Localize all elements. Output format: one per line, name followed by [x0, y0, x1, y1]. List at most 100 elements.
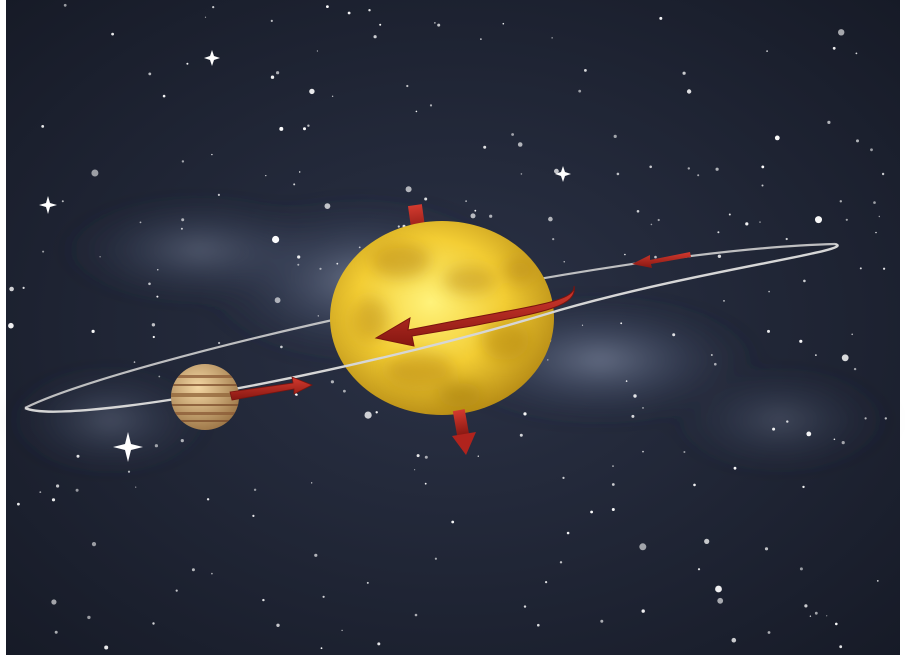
background-star	[642, 407, 644, 409]
background-star	[853, 367, 857, 371]
background-star	[314, 553, 318, 557]
sparkle-star	[204, 50, 220, 66]
planet	[171, 364, 239, 430]
background-star	[151, 323, 156, 327]
sparkle-star	[555, 166, 571, 182]
background-star	[878, 215, 880, 218]
background-star	[133, 361, 136, 363]
background-star	[483, 145, 487, 149]
background-star	[270, 19, 273, 22]
background-star	[649, 165, 652, 169]
background-star	[631, 414, 635, 418]
background-star	[276, 71, 280, 75]
background-star	[715, 585, 722, 593]
background-star	[710, 354, 713, 356]
background-star	[324, 203, 331, 210]
background-star	[767, 329, 770, 333]
background-star	[341, 629, 343, 632]
background-star	[111, 32, 114, 36]
background-star	[375, 411, 378, 414]
background-star	[835, 622, 838, 626]
background-star	[799, 339, 803, 343]
background-star	[358, 246, 361, 249]
background-star	[320, 647, 323, 650]
background-star	[217, 193, 220, 196]
background-star	[728, 213, 731, 216]
background-star	[211, 153, 213, 156]
background-star	[873, 201, 876, 204]
background-star	[870, 148, 873, 152]
background-star	[480, 38, 482, 40]
planet-motion-arrow	[229, 376, 313, 401]
background-star	[642, 450, 644, 453]
background-star	[683, 451, 686, 453]
background-star	[520, 173, 523, 175]
background-star	[717, 597, 724, 604]
background-star	[75, 488, 79, 492]
background-star	[181, 218, 185, 222]
background-star	[17, 502, 20, 506]
background-star	[272, 235, 280, 244]
background-star	[856, 139, 859, 143]
background-star	[697, 174, 700, 177]
background-star	[415, 110, 418, 113]
background-star	[42, 250, 45, 253]
background-star	[424, 482, 427, 485]
background-star	[22, 286, 25, 289]
background-star	[127, 470, 131, 473]
background-star	[293, 183, 296, 186]
background-star	[682, 71, 686, 75]
background-star	[316, 50, 318, 52]
background-star	[252, 514, 255, 518]
background-star	[276, 623, 280, 627]
background-star	[191, 568, 195, 572]
background-star	[785, 237, 788, 241]
background-star	[566, 531, 570, 535]
background-star	[331, 95, 334, 98]
background-star	[624, 253, 626, 256]
background-star	[253, 488, 257, 491]
background-star	[731, 637, 737, 643]
background-star	[336, 262, 339, 265]
background-star	[876, 580, 879, 582]
background-star	[745, 222, 749, 226]
background-star	[659, 16, 663, 20]
background-star	[465, 200, 467, 203]
background-star	[620, 322, 623, 325]
background-star	[63, 3, 67, 7]
background-star	[774, 135, 780, 141]
star-field	[8, 3, 887, 650]
background-star	[91, 329, 95, 333]
background-star	[590, 510, 593, 514]
background-star	[799, 567, 803, 571]
background-star	[554, 168, 559, 174]
background-star	[405, 186, 412, 193]
background-star	[434, 557, 437, 560]
spin-axis-bottom-arrow	[452, 409, 476, 455]
background-star	[545, 581, 548, 584]
sparkle-star	[113, 432, 143, 462]
background-star	[612, 465, 614, 467]
background-star	[562, 476, 565, 479]
background-star	[786, 420, 789, 423]
background-star	[704, 538, 710, 545]
background-star	[8, 322, 14, 329]
background-star	[523, 605, 527, 608]
background-star	[364, 411, 372, 419]
background-star	[584, 69, 587, 72]
background-star	[297, 263, 300, 266]
background-star	[859, 267, 862, 270]
background-star	[851, 333, 853, 336]
background-star	[833, 438, 836, 441]
background-star	[881, 172, 885, 176]
background-star	[714, 362, 717, 366]
background-star	[767, 631, 771, 634]
background-star	[759, 221, 761, 223]
background-star	[379, 23, 382, 26]
background-star	[322, 595, 325, 598]
background-star	[152, 622, 155, 625]
sparkle-star	[39, 196, 57, 214]
background-star	[424, 455, 428, 459]
background-star	[274, 297, 281, 304]
background-star	[104, 645, 109, 650]
